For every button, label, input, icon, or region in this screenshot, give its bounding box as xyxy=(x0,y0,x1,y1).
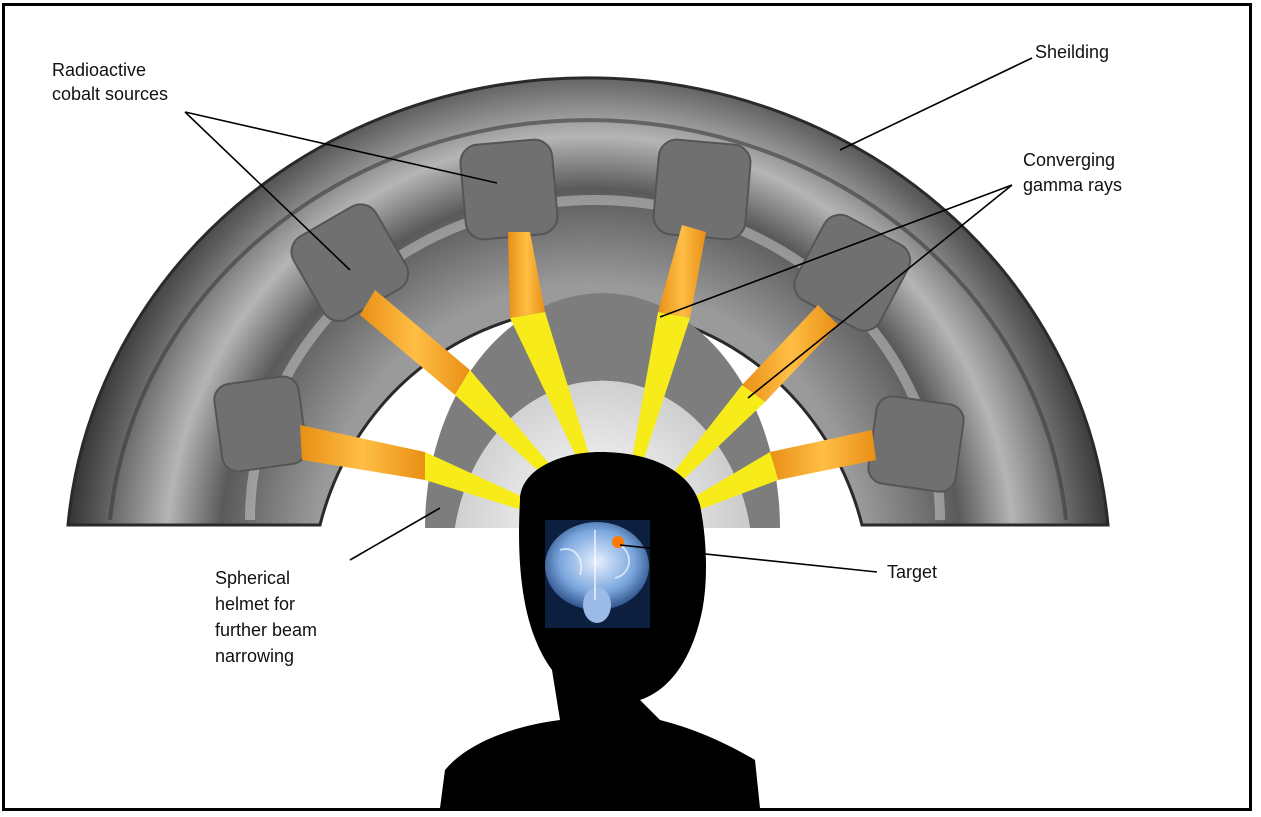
label-helmet-3: further beam xyxy=(215,620,317,640)
cobalt-source-6 xyxy=(866,394,965,493)
label-helmet-2: helmet for xyxy=(215,594,295,614)
label-gamma-1: Converging xyxy=(1023,150,1115,170)
cobalt-source-1 xyxy=(212,374,308,473)
label-gamma-2: gamma rays xyxy=(1023,175,1122,195)
cobalt-source-3 xyxy=(459,138,559,241)
target-point xyxy=(612,536,624,548)
label-cobalt-1: Radioactive xyxy=(52,60,146,80)
label-helmet-4: narrowing xyxy=(215,646,294,666)
cobalt-source-4 xyxy=(652,138,752,241)
brain-scan xyxy=(545,520,650,628)
label-target: Target xyxy=(887,562,937,582)
label-shielding: Sheilding xyxy=(1035,42,1109,62)
label-cobalt-2: cobalt sources xyxy=(52,84,168,104)
label-helmet-1: Spherical xyxy=(215,568,290,588)
